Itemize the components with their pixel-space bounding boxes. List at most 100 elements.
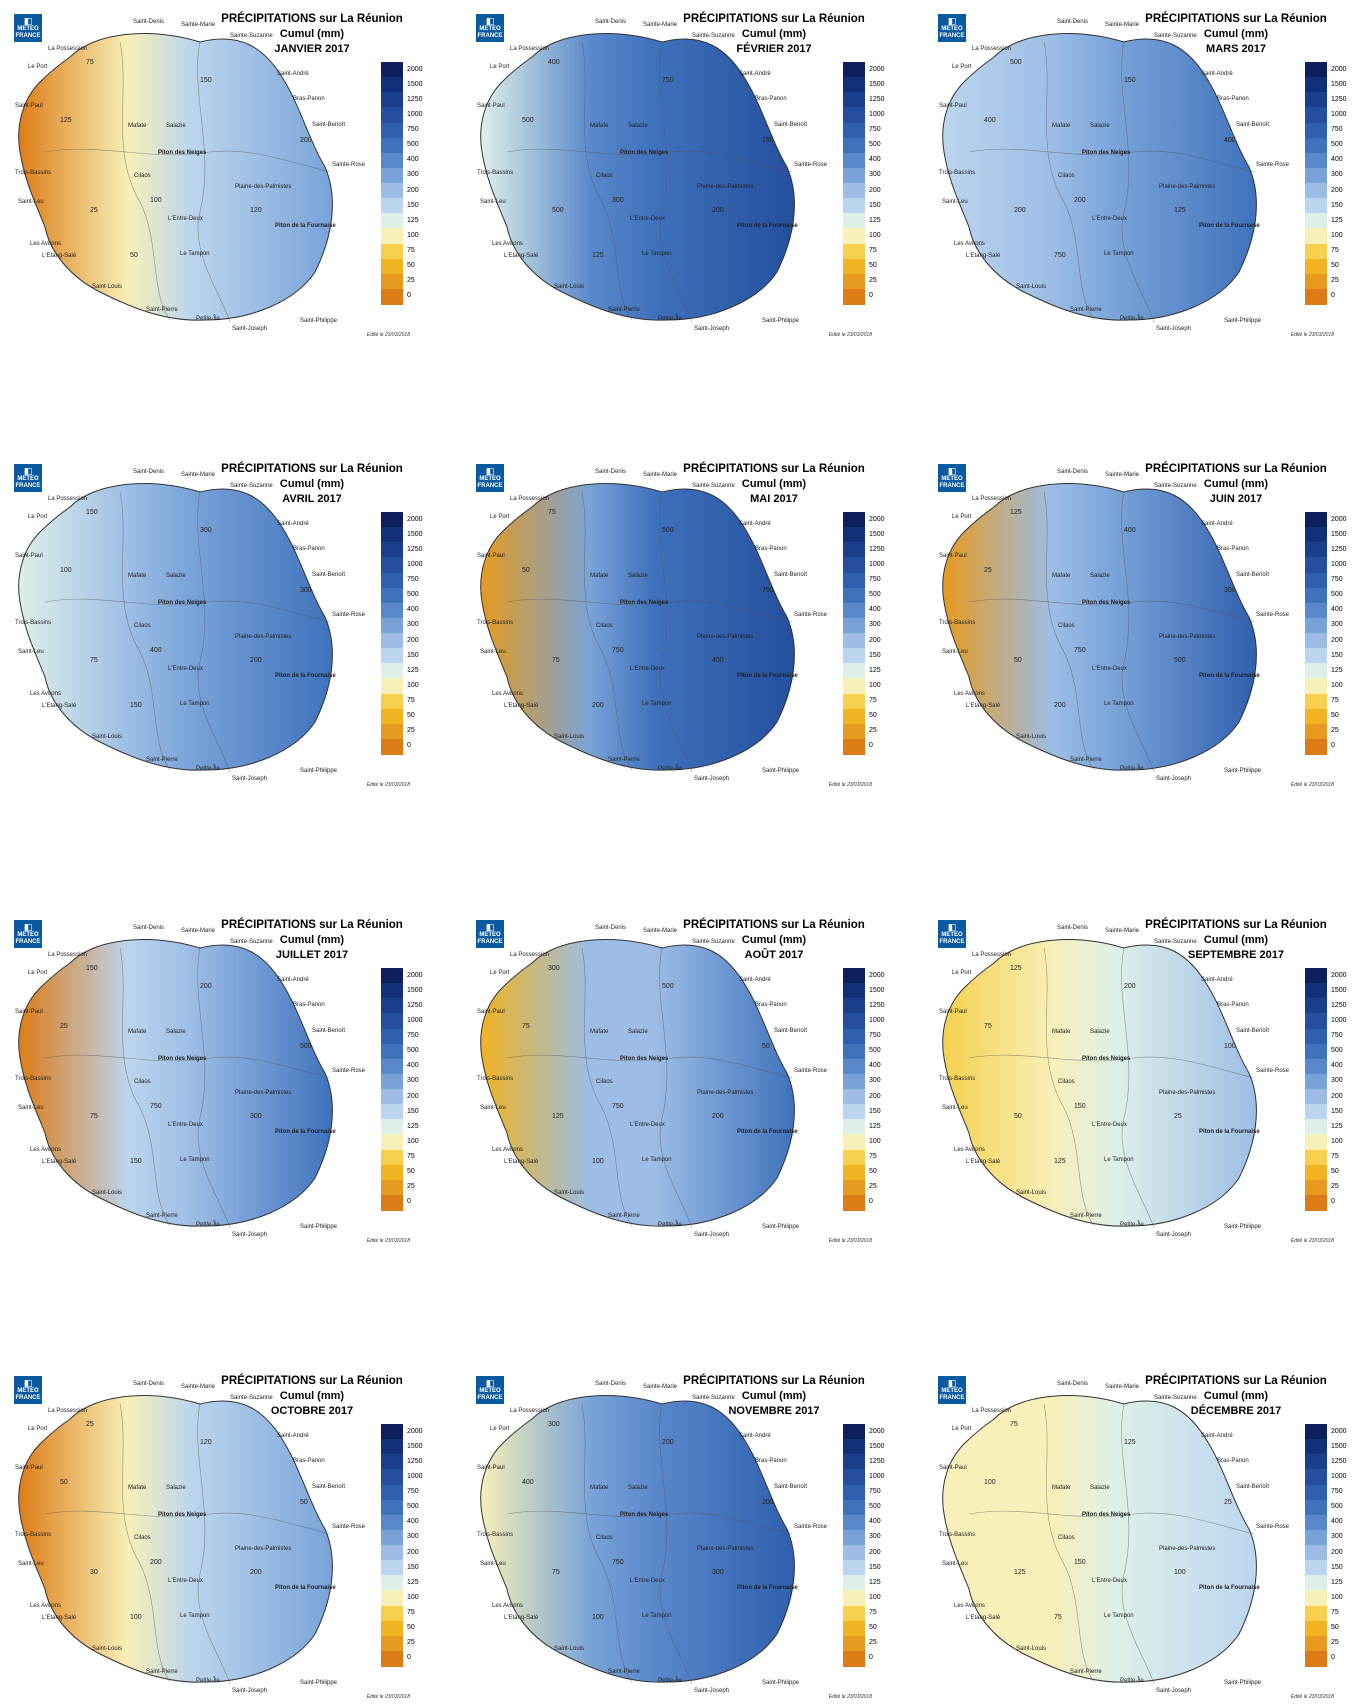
legend-swatch [1305,1149,1327,1166]
city-label: Saint-Pierre [1070,1213,1102,1219]
city-label: Saint-Pierre [1070,757,1102,763]
city-label: Piton de la Fournaise [737,1585,798,1591]
city-label: Mafate [128,1029,147,1035]
commune-boundary [659,491,693,773]
legend-tick-label: 150 [869,651,881,659]
legend-swatch [843,1590,865,1606]
legend-tick-label: 50 [1331,1168,1339,1176]
legend-tick-label: 1500 [869,986,885,994]
title-line2: Cumul (mm) [1203,28,1269,40]
legend-tick-label: 400 [1331,156,1343,164]
logo-icon: ◧ [23,466,33,476]
isohyet-label: 100 [592,1614,604,1621]
legend-tick-label: 125 [1331,216,1343,224]
legend-swatch [381,1590,403,1606]
commune-boundary [968,1054,1255,1079]
city-label: L'Entre-Deux [630,666,665,672]
city-label: Saint-André [1201,521,1233,527]
island-outline [18,33,333,321]
city-label: Saint-Leu [480,1105,506,1111]
logo-text: METEO [941,932,963,938]
legend-tick-label: 0 [869,742,873,750]
legend-tick-label: 125 [407,1578,419,1586]
legend-tick-label: 500 [869,1047,881,1055]
commune-boundary [197,491,231,773]
month-label: AOÛT 2017 [744,949,804,961]
legend-swatch [1305,587,1327,604]
isohyet-label: 100 [150,197,162,204]
title-line1: PRÉCIPITATIONS sur La Réunion [221,1375,403,1387]
legend-swatch [381,1424,403,1440]
legend-tick-label: 400 [1331,1518,1343,1526]
isohyet-label: 200 [1124,983,1136,990]
city-label: Petite-Île [658,1221,682,1228]
legend-tick-label: 400 [407,606,419,614]
legend-swatch [843,708,865,725]
legend-tick-label: 500 [1331,141,1343,149]
isohyet-label: 150 [1074,1103,1086,1110]
legend-tick-label: 50 [869,262,877,270]
city-label: Saint-Philippe [1224,1224,1262,1230]
city-label: Petite-Île [196,765,220,772]
legend-tick-label: 1500 [1331,80,1347,88]
legend-swatch [381,1043,403,1060]
city-label: Saint-Benoît [1236,572,1269,578]
title-line1: PRÉCIPITATIONS sur La Réunion [221,463,403,475]
isohyet-label: 200 [1074,197,1086,204]
city-label: Trois-Bassins [939,620,975,626]
city-label: Sainte-Marie [1105,1384,1140,1390]
month-label: MAI 2017 [750,493,798,505]
logo-text: METEO [17,476,39,482]
legend-tick-label: 75 [1331,247,1339,255]
legend-tick-label: 25 [407,277,415,285]
legend-swatch [843,968,865,984]
city-label: L'Entre-Deux [630,1122,665,1128]
edited-date: Edité le 23/03/2018 [366,332,410,338]
legend-swatch [381,1545,403,1561]
city-label: Les Avirons [954,1147,985,1153]
isohyet-label: 120 [200,1439,212,1446]
legend-swatch [843,738,865,755]
city-label: Cilaos [1058,173,1075,179]
legend-tick-label: 300 [869,1533,881,1541]
island-outline [480,1395,795,1683]
city-label: Saint-Denis [595,469,626,475]
isohyet-label: 75 [86,59,94,66]
isohyet-label: 750 [612,647,624,654]
legend-tick-label: 200 [1331,186,1343,194]
city-label: Sainte-Marie [181,1384,216,1390]
island-outline [942,939,1257,1227]
city-label: Saint-Pierre [146,1669,178,1675]
title-line2: Cumul (mm) [1203,478,1269,490]
commune-boundary [1121,1403,1155,1685]
city-label: Cilaos [134,1079,151,1085]
legend-tick-label: 50 [869,712,877,720]
city-label: Saint-Leu [18,1105,44,1111]
logo-text: METEO [17,1388,39,1394]
city-label: Cilaos [596,173,613,179]
isohyet-label: 120 [250,207,262,214]
city-label: Saint-Joseph [694,776,729,782]
legend-tick-label: 25 [407,1639,415,1647]
legend-tick-label: 1250 [1331,545,1347,553]
legend-tick-label: 500 [869,591,881,599]
city-label: Saint-Louis [92,1190,122,1196]
legend-swatch [381,723,403,740]
legend-tick-label: 75 [869,1153,877,1161]
legend-tick-label: 0 [869,1198,873,1206]
legend-tick-label: 0 [1331,742,1335,750]
city-label: Le Tampon [180,1157,210,1163]
legend-swatch [843,1529,865,1546]
commune-boundary [1121,491,1155,773]
city-label: Saint-Paul [939,553,967,559]
legend-swatch [1305,1164,1327,1181]
isohyet-label: 50 [762,1043,770,1050]
